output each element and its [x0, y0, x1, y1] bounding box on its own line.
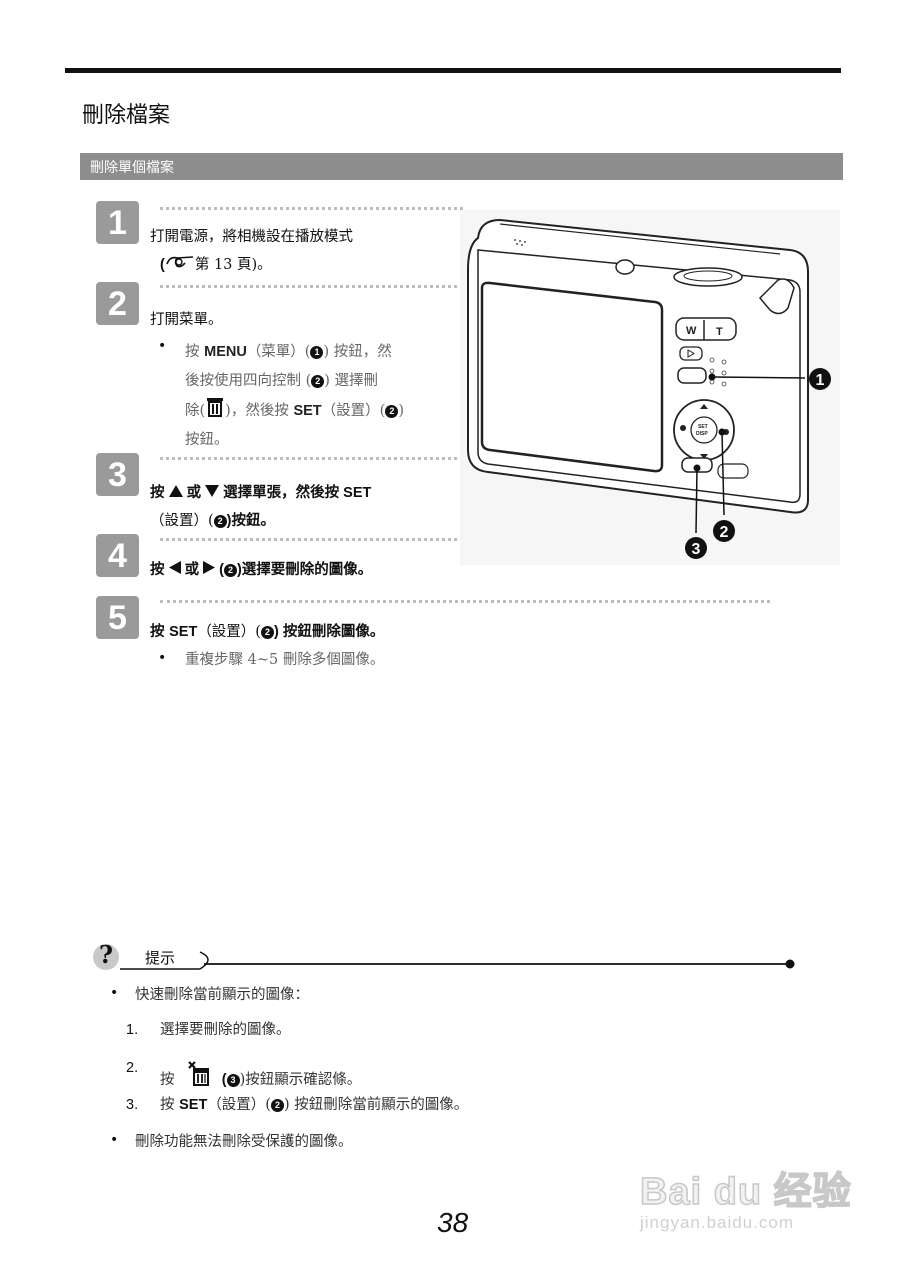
- page-title: 刪除檔案: [82, 103, 171, 128]
- step-5-divider: [160, 600, 770, 603]
- step-5-badge: 5: [96, 596, 139, 639]
- tip-item-1-number: 1.: [126, 1022, 139, 1038]
- tip-item-2-text: 按 (3)按鈕顯示確認條。: [160, 1058, 361, 1090]
- step-2-bullet: •: [158, 338, 167, 354]
- callout-1: 1: [816, 372, 825, 389]
- step-1-text: 打開電源，將相機設在播放模式: [150, 229, 353, 245]
- top-rule: [65, 68, 841, 73]
- tip-bullet-2-marker: •: [110, 1132, 119, 1148]
- manual-reference-icon: [166, 256, 193, 268]
- step-2-bullet-text: 按 MENU（菜單）(1) 按鈕，然 後按使用四向控制 (2) 選擇刪 除()，…: [185, 344, 404, 448]
- tip-item-3-number: 3.: [126, 1097, 139, 1113]
- triangle-down-icon: [205, 485, 220, 497]
- camera-illustration: W T SET DISP 1 2 3: [460, 210, 840, 565]
- page-number: 38: [437, 1207, 469, 1238]
- step-5-text: 按 SET（設置）(2) 按鈕刪除圖像。: [150, 624, 385, 640]
- watermark-sub: jingyan.baidu.com: [640, 1213, 795, 1232]
- callout-2: 2: [720, 524, 729, 541]
- disp-label: DISP: [696, 431, 708, 437]
- tip-item-1-text: 選擇要刪除的圖像。: [160, 1022, 291, 1038]
- triangle-left-icon: [168, 561, 181, 574]
- step-2-divider: [160, 285, 463, 288]
- zoom-w-label: W: [686, 325, 697, 337]
- tip-item-3-text: 按 SET（設置）(2) 按鈕刪除當前顯示的圖像。: [160, 1097, 469, 1113]
- callout-3: 3: [692, 541, 701, 558]
- triangle-up-icon: [168, 485, 183, 497]
- question-mark-icon: ?: [99, 940, 113, 969]
- tip-bullet-2: 刪除功能無法刪除受保護的圖像。: [135, 1134, 353, 1150]
- step-2-text: 打開菜單。: [150, 312, 223, 328]
- step-4-badge: 4: [96, 534, 139, 577]
- zoom-t-label: T: [716, 326, 723, 338]
- step-1-badge: 1: [96, 201, 139, 244]
- baidu-watermark: Bai du 经验 jingyan.baidu.com: [639, 1160, 852, 1233]
- step-5-bullet: •: [158, 650, 167, 666]
- watermark-main: Bai du 经验: [639, 1170, 852, 1214]
- step-4-text: 按 或 (2)選擇要刪除的圖像。: [150, 561, 373, 578]
- section-header-label: 刪除單個檔案: [90, 160, 174, 176]
- step-1-reference: (第 13 頁)。: [160, 254, 272, 275]
- section-header: 刪除單個檔案: [80, 153, 843, 180]
- tip-label: 提示: [145, 949, 176, 967]
- step-5-bullet-text: 重複步驟 4~5 刪除多個圖像。: [185, 652, 385, 668]
- set-label: SET: [698, 424, 708, 430]
- tip-item-2-number: 2.: [126, 1060, 139, 1076]
- step-2-badge: 2: [96, 282, 139, 325]
- tip-bullet-1: 快速刪除當前顯示的圖像：: [135, 987, 309, 1003]
- step-4-divider: [160, 538, 463, 541]
- trash-icon: [207, 398, 224, 417]
- delete-button-icon: [188, 1061, 210, 1086]
- tip-bullet-1-marker: •: [110, 985, 119, 1001]
- step-3-divider: [160, 457, 463, 460]
- step-3-text: 按 或 選擇單張，然後按 SET （設置）(2)按鈕。: [150, 485, 372, 529]
- tip-header-graphic: ?: [93, 940, 795, 970]
- triangle-right-icon: [203, 561, 216, 574]
- step-3-badge: 3: [96, 453, 139, 496]
- step-1-divider: [160, 207, 463, 210]
